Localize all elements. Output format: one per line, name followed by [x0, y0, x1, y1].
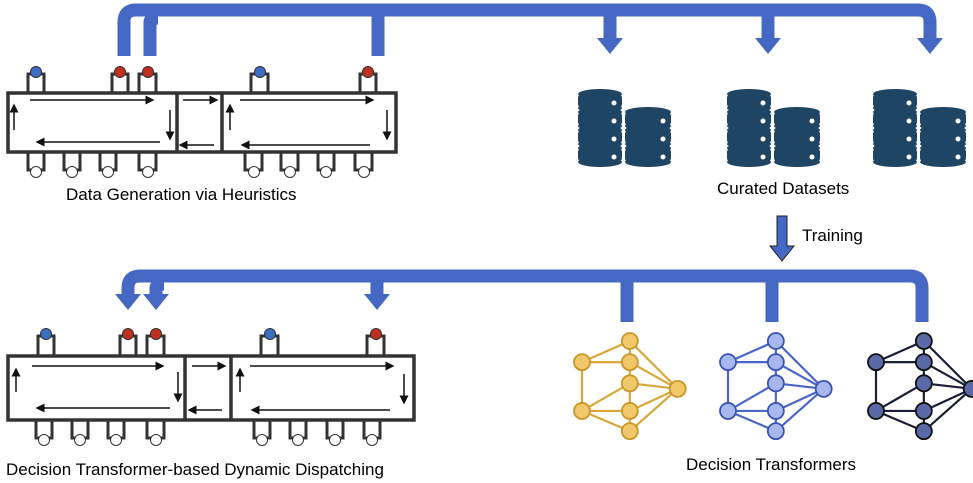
neural-network-icon: [867, 332, 973, 441]
bottom-caption: Decision Transformer-based Dynamic Dispa…: [6, 460, 384, 479]
arrowhead-down-icon: [917, 38, 943, 54]
database-icons: [578, 89, 966, 168]
datasets-caption: Curated Datasets: [717, 179, 850, 198]
unload-station-dot: [370, 328, 382, 340]
bottom-factory-dots: [38, 328, 382, 446]
unload-station-dot: [362, 66, 374, 78]
arrowhead-down-icon: [755, 38, 781, 54]
arrowhead-down-icon: [364, 294, 390, 310]
top-flow-arrows: [117, 3, 937, 56]
bottom-factory-diagram: [6, 334, 416, 440]
neural-network-icon: [573, 332, 687, 441]
top-factory-diagram: [6, 72, 398, 172]
bottom-flow-heads: [115, 294, 390, 310]
training-arrow: [768, 215, 796, 262]
factory-outline: [6, 354, 416, 422]
bottom-flow-arrows: [121, 269, 929, 322]
arrowhead-down-icon: [143, 294, 169, 310]
load-station-dot: [264, 328, 276, 340]
top-factory-dots: [30, 66, 374, 178]
load-station-dot: [40, 328, 52, 340]
load-station-dot: [30, 66, 42, 78]
models-caption: Decision Transformers: [686, 455, 857, 474]
arrowhead-down-icon: [115, 294, 141, 310]
database-stack-icon: [578, 89, 671, 168]
load-station-dot: [254, 66, 266, 78]
top-flow-bus: [117, 3, 937, 56]
database-stack-icon: [727, 89, 820, 168]
database-stack-icon: [873, 89, 966, 168]
bottom-flow-bus: [121, 269, 929, 322]
unload-station-dot: [150, 328, 162, 340]
arrowhead-down-icon: [597, 38, 623, 54]
unload-station-dot: [122, 328, 134, 340]
training-label: Training: [802, 226, 863, 245]
top-flow-branch-2: [143, 11, 159, 56]
bottom-flow-branch-2: [149, 277, 165, 296]
unload-station-dot: [142, 66, 154, 78]
model-icons: [573, 332, 973, 441]
unload-station-dot: [114, 66, 126, 78]
top-caption: Data Generation via Heuristics: [66, 185, 297, 204]
factory-outline: [6, 91, 398, 154]
top-flow-heads: [597, 38, 943, 54]
neural-network-icon: [719, 332, 833, 441]
